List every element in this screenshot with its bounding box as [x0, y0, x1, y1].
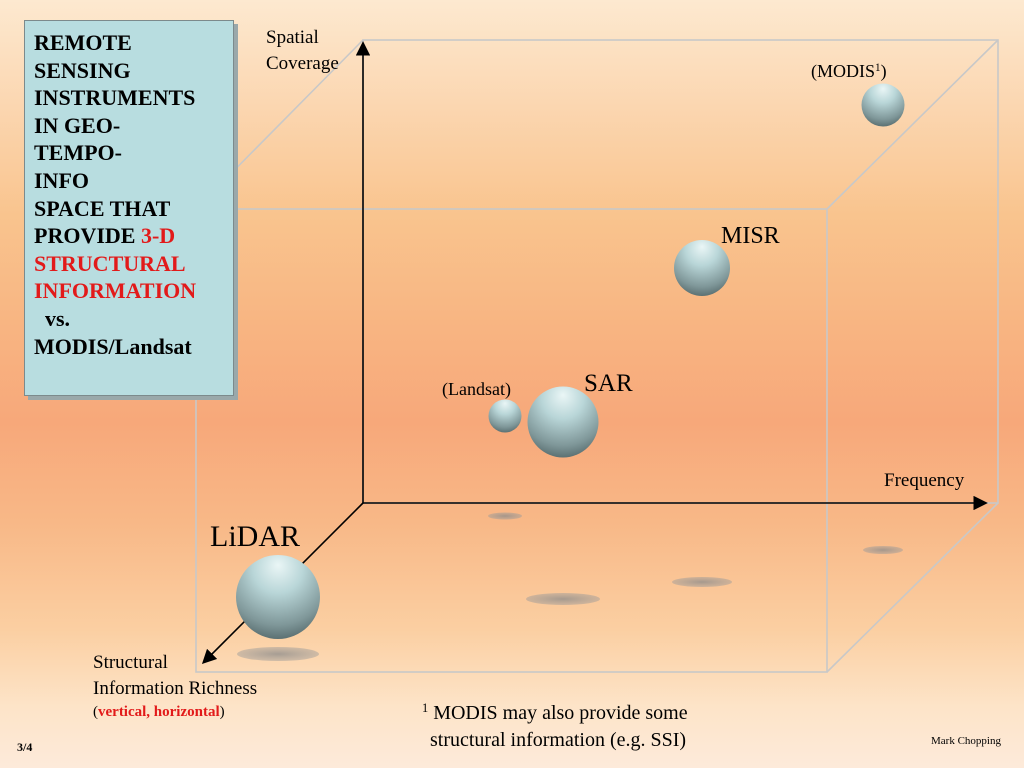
sphere-modis: [861, 83, 905, 127]
title-line: STRUCTURAL: [34, 250, 186, 276]
title-line: MODIS/Landsat: [34, 333, 192, 359]
footnote-marker: 1: [422, 701, 429, 715]
landsat-label: (Landsat): [442, 379, 511, 399]
title-line: INFO: [34, 167, 89, 193]
modis-label-close: ): [880, 61, 887, 81]
page-number: 3/4: [17, 740, 33, 754]
modis-label: (MODIS1): [811, 61, 887, 82]
title-line: IN GEO-: [34, 112, 121, 138]
modis-footnote: 1 MODIS may also provide some structural…: [422, 695, 688, 754]
sphere-misr: [674, 240, 730, 296]
misr-label: MISR: [721, 223, 780, 249]
footnote-line1-text: MODIS may also provide some: [428, 701, 688, 724]
cube-edge-bottom-right: [826, 502, 999, 673]
frequency-label: Frequency: [884, 470, 965, 491]
vertical-horizontal-emphasis: vertical, horizontal: [98, 704, 220, 720]
paren-open: (: [93, 704, 98, 720]
sphere-sar: [527, 386, 599, 458]
footnote-line1: 1 MODIS may also provide some: [422, 695, 688, 727]
footnote-line2: structural information (e.g. SSI): [430, 728, 687, 751]
sphere-landsat: [488, 399, 522, 433]
structural-richness-label: Structural Information Richness (vertica…: [93, 650, 257, 722]
axes: [201, 41, 988, 665]
cube-edge-top-right: [826, 39, 999, 210]
shadow-lidar: [237, 647, 319, 661]
shadow-landsat: [488, 512, 522, 520]
modis-footnote-marker: 1: [875, 61, 881, 74]
title-line-accent: 3-D: [140, 223, 176, 249]
title-line: vs.: [34, 305, 71, 331]
shadow-modis: [863, 546, 903, 554]
structural-richness-qualifier: (vertical, horizontal): [93, 702, 257, 722]
title-line: PROVIDE: [34, 223, 141, 249]
structural-richness-line1: Structural: [93, 652, 168, 673]
shadow-sar: [526, 593, 600, 605]
title-line: INSTRUMENTS: [34, 85, 196, 111]
sar-label: SAR: [584, 370, 633, 397]
spatial-coverage-label: Spatial Coverage: [266, 25, 339, 77]
paren-close: ): [219, 704, 225, 720]
instrument-spheres: [236, 83, 905, 639]
structural-richness-line2: Information Richness: [93, 678, 258, 699]
title-line: INFORMATION: [34, 278, 197, 304]
spatial-coverage-line1: Spatial: [266, 27, 319, 48]
shadow-misr: [672, 577, 732, 587]
title-line-wrap: PROVIDE 3-D: [34, 222, 233, 250]
sphere-lidar: [236, 555, 320, 639]
sphere-shadows: [237, 512, 903, 661]
title-line: TEMPO-: [34, 140, 122, 166]
title-line: SPACE THAT: [34, 195, 171, 221]
author-credit: Mark Chopping: [931, 735, 1001, 747]
cube-wireframe: [195, 39, 999, 673]
lidar-label: LiDAR: [210, 520, 300, 553]
cube-front-face: [195, 208, 828, 673]
title-line: REMOTE: [34, 30, 132, 55]
title-line: SENSING: [34, 57, 131, 83]
modis-label-text: (MODIS: [811, 61, 876, 81]
spatial-coverage-line2: Coverage: [266, 53, 339, 74]
